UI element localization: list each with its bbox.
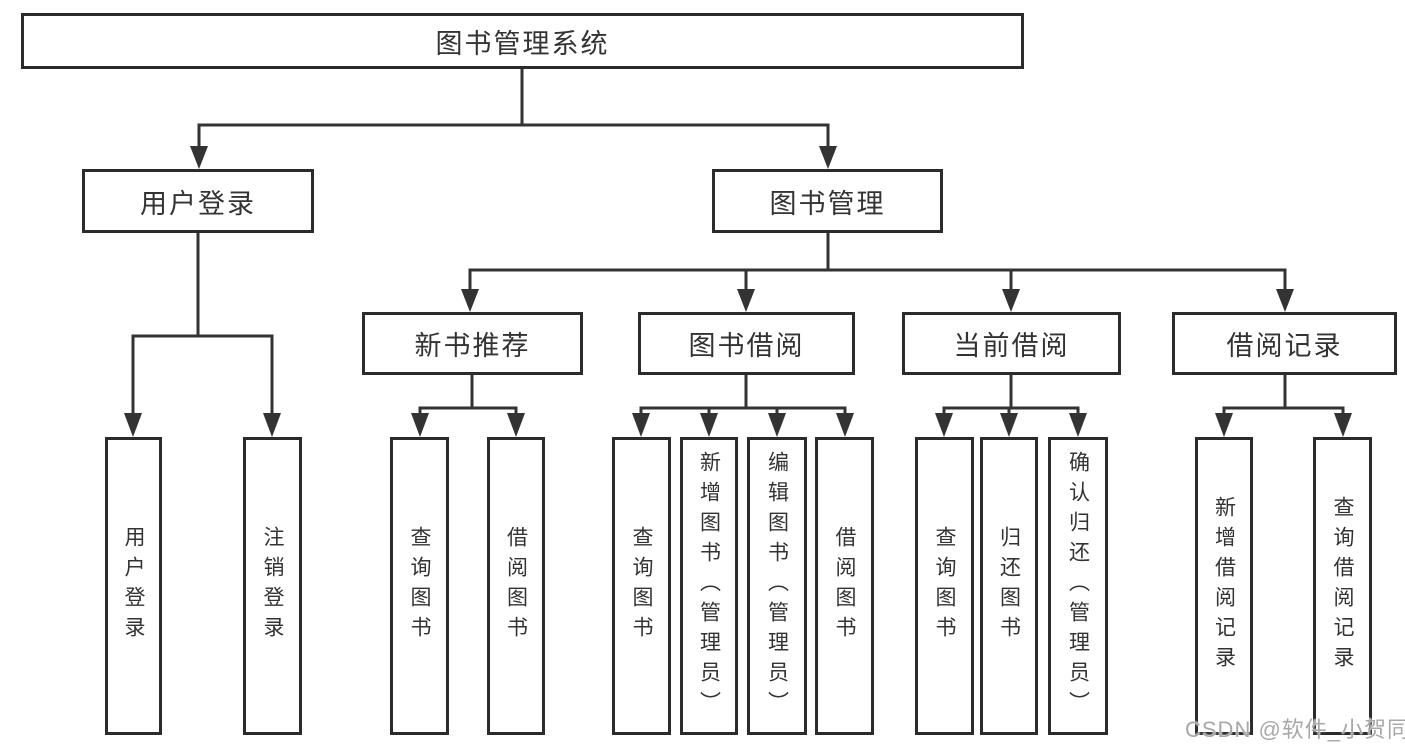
leaf-logout-label: 注销登录 xyxy=(261,526,285,646)
leaf-add-book-admin-label: 新增图书（管理员） xyxy=(697,451,721,721)
leaf-borrow-books-1: 借阅图书 xyxy=(487,437,545,735)
arrow-down-icon xyxy=(263,413,281,437)
leaf-query-borrow-record: 查询借阅记录 xyxy=(1313,437,1372,735)
node-root: 图书管理系统 xyxy=(21,13,1024,69)
arrow-down-icon xyxy=(1002,289,1020,312)
leaf-query-books-2: 查询图书 xyxy=(612,437,671,735)
leaf-query-borrow-record-label: 查询借阅记录 xyxy=(1331,496,1355,676)
leaf-borrow-books-2-label: 借阅图书 xyxy=(833,526,857,646)
csdn-watermark: CSDN @软件_小贺同学 xyxy=(1185,717,1405,742)
node-book-borrowing-label: 图书借阅 xyxy=(688,331,805,361)
leaf-edit-book-admin-label: 编辑图书（管理员） xyxy=(765,451,789,721)
leaf-borrow-books-1-label: 借阅图书 xyxy=(504,526,528,646)
leaf-return-book-label: 归还图书 xyxy=(997,526,1021,646)
arrow-down-icon xyxy=(700,413,718,437)
arrow-down-icon xyxy=(836,413,854,437)
node-user-login: 用户登录 xyxy=(82,169,314,233)
leaf-add-borrow-record: 新增借阅记录 xyxy=(1195,437,1253,735)
node-book-borrowing: 图书借阅 xyxy=(638,312,855,375)
arrow-down-icon xyxy=(124,413,142,437)
arrow-down-icon xyxy=(1276,289,1294,312)
node-new-book-recommend: 新书推荐 xyxy=(362,312,583,375)
arrow-down-icon xyxy=(1000,413,1018,437)
arrow-down-icon xyxy=(190,146,208,169)
arrow-down-icon xyxy=(461,289,479,312)
arrow-down-icon xyxy=(411,413,429,437)
node-current-borrowing-label: 当前借阅 xyxy=(953,331,1070,361)
leaf-confirm-return-admin: 确认归还（管理员） xyxy=(1048,437,1108,735)
node-root-label: 图书管理系统 xyxy=(435,28,610,59)
leaf-query-books-1-label: 查询图书 xyxy=(408,526,432,646)
node-borrowing-records-label: 借阅记录 xyxy=(1226,331,1343,361)
leaf-user-login: 用户登录 xyxy=(105,437,162,735)
arrow-down-icon xyxy=(507,413,525,437)
node-book-management: 图书管理 xyxy=(712,169,943,233)
leaf-add-book-admin: 新增图书（管理员） xyxy=(680,437,738,735)
leaf-add-borrow-record-label: 新增借阅记录 xyxy=(1212,496,1236,676)
node-user-login-label: 用户登录 xyxy=(140,188,256,219)
arrow-down-icon xyxy=(768,413,786,437)
arrow-down-icon xyxy=(1069,413,1087,437)
leaf-borrow-books-2: 借阅图书 xyxy=(815,437,874,735)
node-current-borrowing: 当前借阅 xyxy=(902,312,1121,375)
arrow-down-icon xyxy=(1215,413,1233,437)
node-new-book-recommend-label: 新书推荐 xyxy=(414,331,531,361)
leaf-confirm-return-admin-label: 确认归还（管理员） xyxy=(1066,451,1090,721)
arrow-down-icon xyxy=(935,413,953,437)
arrow-down-icon xyxy=(632,413,650,437)
arrow-down-icon xyxy=(737,289,755,312)
leaf-query-books-1: 查询图书 xyxy=(390,437,449,735)
leaf-edit-book-admin: 编辑图书（管理员） xyxy=(747,437,807,735)
leaf-query-books-2-label: 查询图书 xyxy=(630,526,654,646)
leaf-return-book: 归还图书 xyxy=(980,437,1038,735)
node-borrowing-records: 借阅记录 xyxy=(1172,312,1397,375)
leaf-user-login-label: 用户登录 xyxy=(122,526,146,646)
leaf-logout: 注销登录 xyxy=(243,437,302,735)
arrow-down-icon xyxy=(819,146,837,169)
leaf-query-books-3: 查询图书 xyxy=(915,437,974,735)
arrow-down-icon xyxy=(1334,413,1352,437)
leaf-query-books-3-label: 查询图书 xyxy=(933,526,957,646)
node-book-management-label: 图书管理 xyxy=(769,188,886,219)
